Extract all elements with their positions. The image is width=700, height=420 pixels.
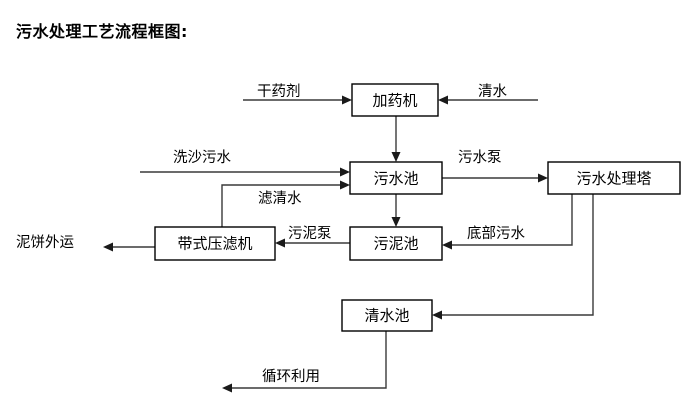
connection-tower-to-sludge-pool (442, 194, 573, 250)
connection-clear-pool-to-recycle (222, 331, 387, 393)
connection-wash-sewage-to-pool (140, 167, 350, 177)
node-belt-filter-press[interactable]: 带式压滤机 (154, 226, 276, 261)
connection-tower-to-clear-pool (432, 194, 594, 320)
node-label-clear-water-pool: 清水池 (364, 307, 409, 325)
connection-sewage-pool-to-tower (442, 173, 548, 183)
connection-dosing-to-sewage-pool (391, 116, 401, 162)
connection-sewage-pool-to-sludge-pool (391, 194, 401, 227)
edge-label-recycle-use: 循环利用 (262, 368, 320, 385)
edge-label-clean-water: 清水 (478, 83, 507, 100)
edge-label-sludge-pump: 污泥泵 (288, 225, 332, 242)
node-clear-water-pool[interactable]: 清水池 (341, 299, 433, 332)
node-label-sludge-pool: 污泥池 (373, 235, 418, 253)
connection-dry-agent-to-dosing (243, 95, 352, 105)
edge-label-wash-sand-sewage: 洗沙污水 (173, 149, 231, 166)
edge-label-mud-cake-transport-out: 泥饼外运 (16, 234, 74, 251)
connection-belt-press-to-mud-cake (103, 242, 155, 252)
node-sewage-pool[interactable]: 污水池 (349, 161, 443, 195)
page-title: 污水处理工艺流程框图: (16, 22, 188, 41)
edge-label-filtered-clear-water: 滤清水 (258, 190, 302, 207)
connection-sludge-pool-to-belt-press (275, 238, 350, 248)
node-label-dosing-machine: 加药机 (372, 92, 417, 110)
node-label-treatment-tower: 污水处理塔 (576, 170, 651, 188)
edge-label-dry-agent: 干药剂 (257, 83, 301, 100)
connection-clean-water-to-dosing (438, 95, 538, 105)
connection-filtered-water-to-pool (221, 180, 350, 227)
node-dosing-machine[interactable]: 加药机 (351, 83, 439, 117)
node-sludge-pool[interactable]: 污泥池 (349, 226, 443, 261)
node-label-belt-filter-press: 带式压滤机 (177, 235, 252, 253)
node-treatment-tower[interactable]: 污水处理塔 (547, 161, 681, 195)
node-label-sewage-pool: 污水池 (373, 170, 418, 188)
edge-label-sewage-pump: 污水泵 (458, 149, 502, 166)
edge-label-bottom-sewage: 底部污水 (467, 225, 525, 242)
